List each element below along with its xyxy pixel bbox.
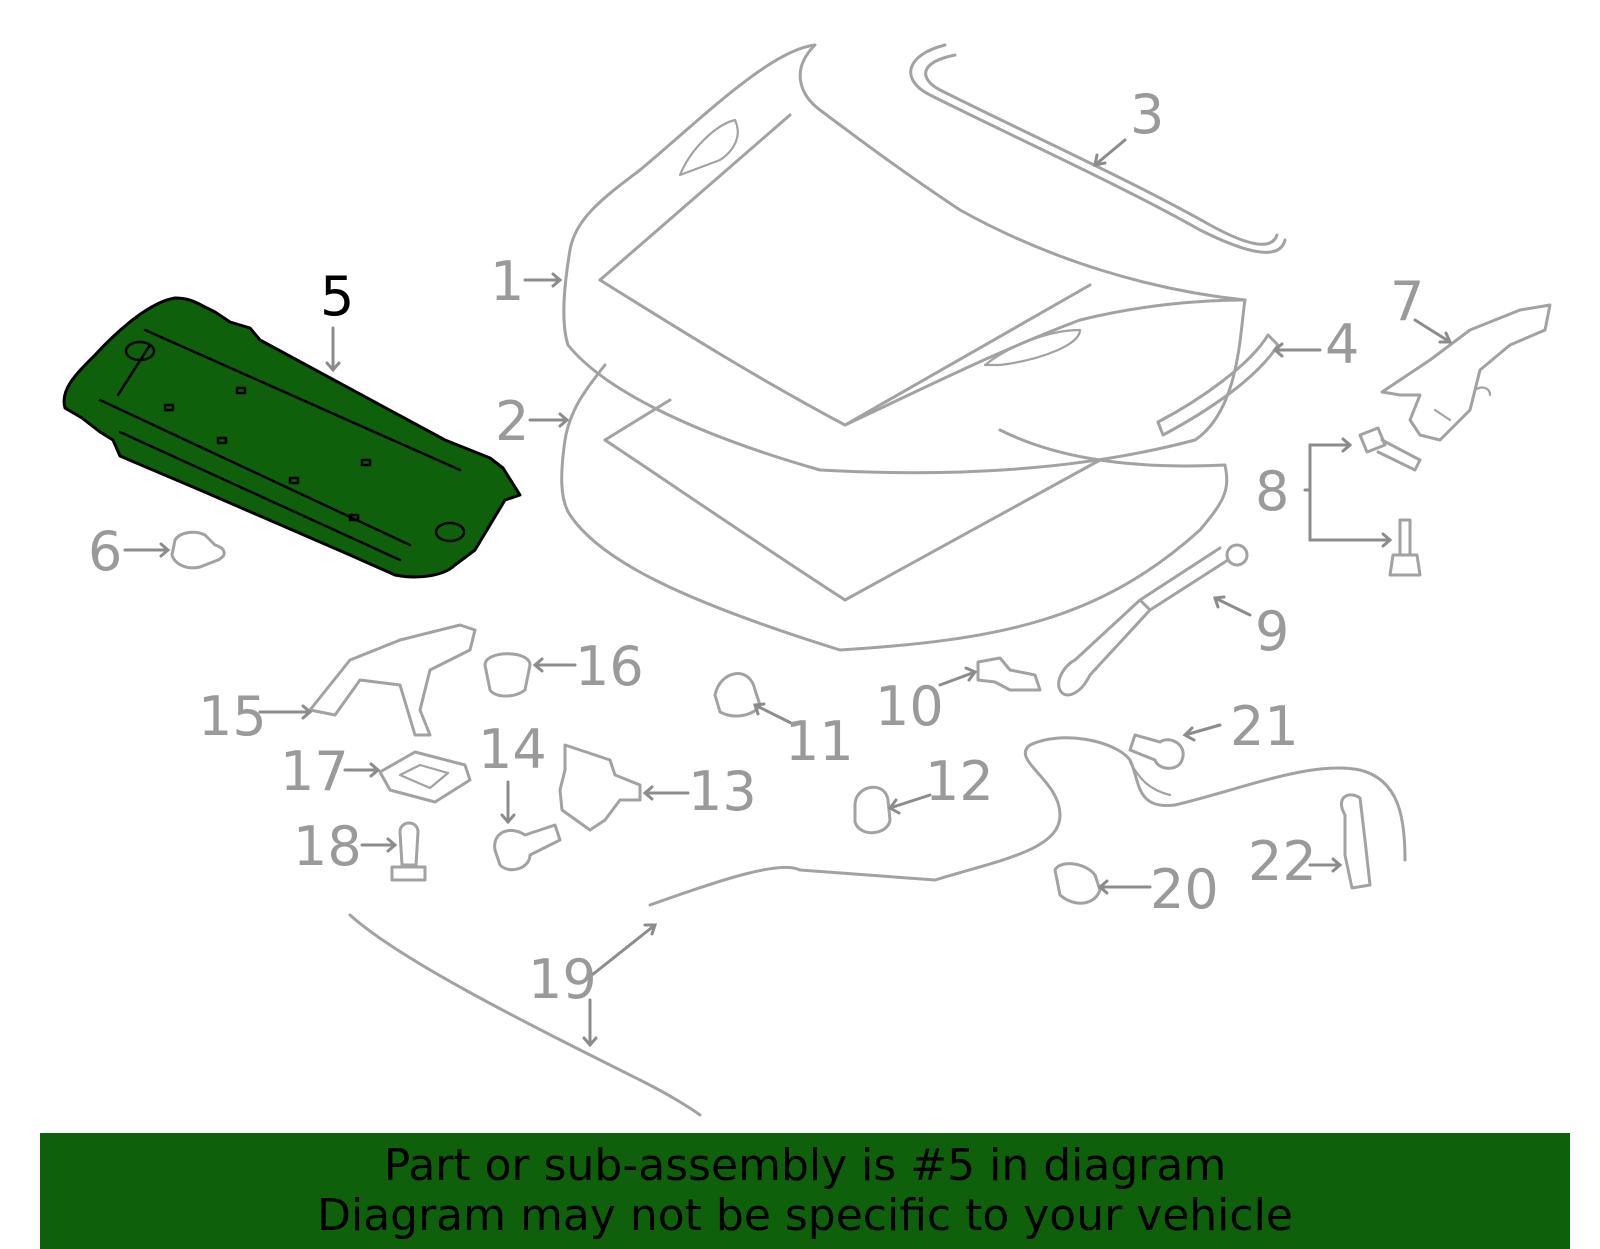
- part-14-bolt: [493, 823, 562, 872]
- callout-16: 16: [575, 635, 644, 698]
- part-2-hood-panel: [560, 363, 1229, 652]
- callout-3: 3: [1130, 83, 1164, 146]
- part-5-hood-insulator: [62, 296, 522, 579]
- part-21-bolt: [1128, 733, 1185, 770]
- part-18-screw: [390, 821, 427, 882]
- callout-13: 13: [688, 760, 757, 823]
- part-10-fastener: [976, 656, 1042, 692]
- part-20-clip: [1053, 862, 1102, 905]
- callout-5: 5: [320, 265, 354, 328]
- callout-17: 17: [280, 740, 349, 803]
- part-9-strut: [1057, 543, 1249, 697]
- part-17-pad: [378, 750, 472, 804]
- callout-22: 22: [1248, 830, 1317, 893]
- callout-14: 14: [478, 718, 547, 781]
- part-16-nut: [483, 652, 532, 698]
- part-8-bolts: [1358, 426, 1422, 577]
- part-6-clip: [170, 530, 226, 570]
- callout-7: 7: [1390, 270, 1424, 333]
- part-22-handle: [1339, 793, 1372, 890]
- callout-20: 20: [1150, 858, 1219, 921]
- callout-11: 11: [785, 710, 854, 773]
- callout-12: 12: [925, 750, 994, 813]
- callout-6: 6: [88, 520, 122, 583]
- part-3-seal: [909, 43, 1287, 254]
- callout-9: 9: [1255, 600, 1289, 663]
- callout-2: 2: [495, 390, 529, 453]
- callout-1: 1: [490, 250, 524, 313]
- callout-10: 10: [875, 675, 944, 738]
- part-19-release-cable: [348, 736, 1407, 1117]
- callout-15: 15: [198, 685, 267, 748]
- part-11-bumper: [713, 672, 762, 718]
- banner-line-2: Diagram may not be specific to your vehi…: [317, 1190, 1293, 1241]
- part-4-seal-strip: [1156, 333, 1280, 437]
- leader-lines: [123, 138, 1453, 1048]
- callout-18: 18: [293, 815, 362, 878]
- part-15-bracket: [308, 623, 477, 737]
- callout-19: 19: [528, 948, 597, 1011]
- info-banner: Part or sub-assembly is #5 in diagram Di…: [40, 1133, 1570, 1249]
- banner-line-1: Part or sub-assembly is #5 in diagram: [383, 1140, 1227, 1191]
- callout-4: 4: [1325, 313, 1359, 376]
- part-1-hood: [562, 43, 1247, 475]
- part-12-stopper: [853, 785, 892, 835]
- callout-8: 8: [1255, 460, 1289, 523]
- part-13-latch: [558, 743, 642, 832]
- callout-numbers: 1 2 3 4 5 6 7 8 9 10 11 12 13 14 15 16 1…: [88, 83, 1424, 1011]
- callout-21: 21: [1230, 695, 1299, 758]
- part-7-hinge: [1380, 303, 1552, 442]
